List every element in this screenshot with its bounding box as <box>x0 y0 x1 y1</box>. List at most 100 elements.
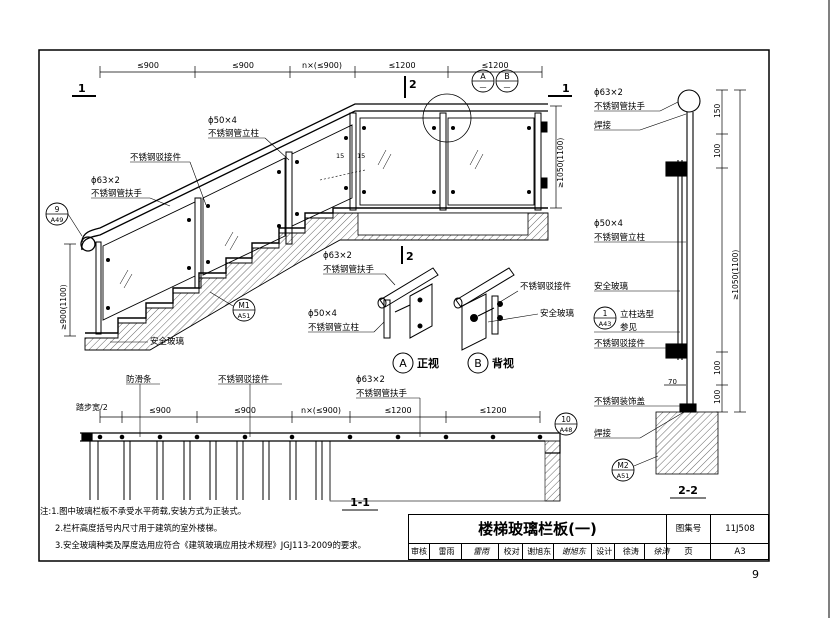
svg-text:2: 2 <box>409 78 417 91</box>
label-handrail-spec-a: ϕ63×2 <box>323 251 352 261</box>
elevation-posts <box>95 112 542 335</box>
approval-row: 审核 雷雨 雷雨 校对 谢旭东 谢旭东 设计 徐涛 徐涛 <box>409 544 669 560</box>
plan-landing <box>329 440 561 502</box>
check-name: 谢旭东 <box>525 544 555 560</box>
landing-void <box>357 212 529 236</box>
svg-text:B: B <box>504 72 510 81</box>
view-mark-b: B 背视 <box>467 352 514 374</box>
label-decor-cap: 不锈钢装饰盖 <box>594 396 646 407</box>
label-weld-top: 焊接 <box>594 120 612 131</box>
check-label: 校对 <box>502 544 523 560</box>
dim-70: 70 <box>668 378 677 386</box>
height-900: ≥900(1100) <box>59 284 68 330</box>
label-tread-half: 踏步宽/2 <box>76 402 108 412</box>
detail-b-drawing <box>453 267 515 351</box>
ref-circle-9-a49: 9 A49 <box>45 202 83 237</box>
svg-text:A51: A51 <box>238 312 251 320</box>
svg-text:B: B <box>474 357 482 370</box>
dim-top-3: n×(≤900) <box>302 61 342 70</box>
dim-top-1: ≤900 <box>137 61 159 70</box>
dim-15-b: 15 <box>357 152 365 160</box>
svg-text:10: 10 <box>561 415 571 424</box>
section-2-2-dims <box>664 89 746 413</box>
svg-text:2: 2 <box>406 250 414 263</box>
svg-text:正视: 正视 <box>417 356 439 370</box>
glass-panels-elevation <box>102 117 535 321</box>
ref-circle-10-a48: 10 A48 <box>554 412 578 436</box>
label-connector-2: 不锈钢驳接件 <box>594 338 646 349</box>
label-post-a: 不锈钢管立柱 <box>308 322 360 333</box>
svg-text:1-1: 1-1 <box>350 496 370 509</box>
ref-circle-b: B — <box>495 69 519 93</box>
view-mark-a: A 正视 <box>392 352 439 374</box>
height-dim-left <box>64 243 76 337</box>
dim-150: 150 <box>713 103 722 118</box>
label-post-2: 不锈钢管立柱 <box>594 232 646 243</box>
plan-handrail <box>80 432 561 454</box>
label-safety-glass-b: 安全玻璃 <box>540 308 575 319</box>
cut-mark-1-left: 1 <box>72 82 96 97</box>
label-post-spec: ϕ50×4 <box>208 116 237 126</box>
top-dimension-chain <box>99 66 543 78</box>
label-connector-elev: 不锈钢驳接件 <box>130 152 182 163</box>
audit-label: 审核 <box>409 544 430 560</box>
section-title-1-1: 1-1 <box>342 496 378 511</box>
dim-15-a: 15 <box>336 152 344 160</box>
note-2: 2.栏杆高度括号内尺寸用于建筑的室外楼梯。 <box>55 523 223 533</box>
section-2-2-slab <box>655 411 719 475</box>
dim-100-c: 100 <box>713 389 722 404</box>
atlas-number: 11J508 <box>711 515 769 544</box>
svg-text:A43: A43 <box>599 320 612 328</box>
svg-text:1: 1 <box>78 82 86 95</box>
atlas-label: 图集号 <box>667 515 711 544</box>
note-3: 3.安全玻璃种类及厚度选用应符合《建筑玻璃应用技术规程》JGJ113-2009的… <box>55 540 366 550</box>
dim-plan-4: ≤1200 <box>384 406 411 415</box>
design-name: 徐涛 <box>618 544 645 560</box>
ref-circle-a: A — <box>471 69 495 93</box>
dim-100-b: 100 <box>713 360 722 375</box>
glass-reflection-marks <box>119 149 484 289</box>
svg-text:—: — <box>480 83 487 91</box>
check-signature: 谢旭东 <box>557 544 592 560</box>
audit-name: 雷雨 <box>433 544 462 560</box>
sheet-number: A3 <box>734 547 746 557</box>
notes-block: 注:1.图中玻璃栏板不承受水平荷载,安装方式为正装式。 2.栏杆高度括号内尺寸用… <box>40 503 408 554</box>
label-weld-bottom: 焊接 <box>594 428 612 439</box>
label-handrail-plan: 不锈钢管扶手 <box>356 388 408 399</box>
dim-plan-5: ≤1200 <box>479 406 506 415</box>
dim-top-4: ≤1200 <box>388 61 415 70</box>
dim-top-2: ≤900 <box>232 61 254 70</box>
label-connector-plan: 不锈钢驳接件 <box>218 374 270 385</box>
label-post-type: 立柱选型 <box>620 309 655 320</box>
page-label: 页 <box>667 544 711 560</box>
sheet-frame <box>38 49 770 562</box>
plan-dimension-chain <box>99 411 541 423</box>
svg-text:A48: A48 <box>560 426 573 434</box>
dim-plan-3: n×(≤900) <box>301 406 341 415</box>
drawing-title: 楼梯玻璃栏板(一) <box>409 515 667 544</box>
svg-text:A: A <box>480 72 486 81</box>
svg-text:1: 1 <box>562 82 570 95</box>
dim-plan-1: ≤900 <box>149 406 171 415</box>
ref-circle-m1-a51: M1 A51 <box>209 291 256 322</box>
ref-circle-1-a43: 1 A43 <box>593 306 617 330</box>
label-glass-2: 安全玻璃 <box>594 281 629 292</box>
svg-text:M1: M1 <box>238 301 249 310</box>
height-1050b: ≥1050(1100) <box>731 250 740 300</box>
svg-text:—: — <box>504 83 511 91</box>
ref-circle-m2-a51: M2 A51 <box>611 455 659 482</box>
label-connector-b: 不锈钢驳接件 <box>520 281 572 292</box>
label-handrail-spec-plan: ϕ63×2 <box>356 375 385 385</box>
svg-text:A51: A51 <box>617 472 630 480</box>
title-block: 楼梯玻璃栏板(一) 图集号 11J508 审核 雷雨 雷雨 校对 谢旭东 谢旭东… <box>408 514 769 560</box>
label-antislip: 防滑条 <box>126 374 152 385</box>
svg-text:9: 9 <box>55 205 60 214</box>
right-end-bracket <box>540 121 548 189</box>
label-post-spec-a: ϕ50×4 <box>308 309 337 319</box>
section-title-2-2: 2-2 <box>670 484 706 499</box>
audit-signature: 雷雨 <box>464 544 500 560</box>
cut-mark-1-right: 1 <box>548 82 572 97</box>
svg-text:A49: A49 <box>51 216 64 224</box>
label-steel-post: 不锈钢管立柱 <box>208 128 260 139</box>
